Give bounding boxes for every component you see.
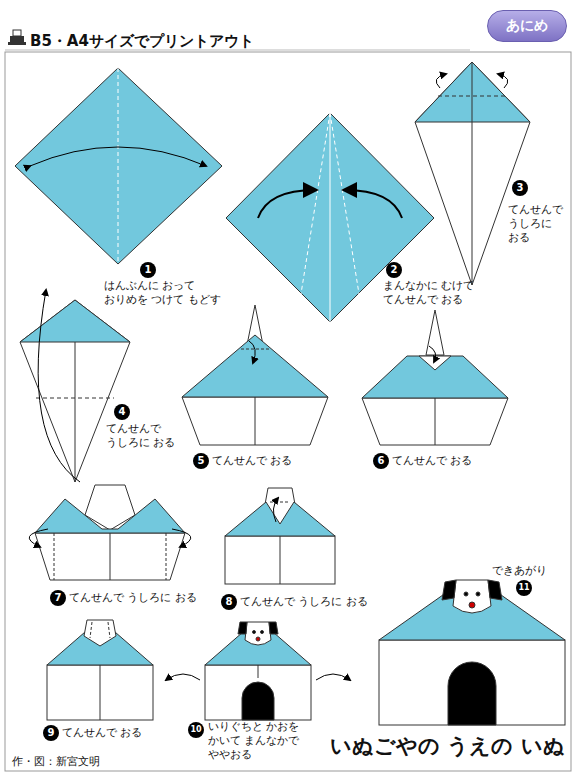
- step-1-figure: [15, 68, 222, 264]
- frame: [5, 50, 571, 771]
- step-11-figure: [379, 580, 565, 725]
- step-text: てんせんで おる: [392, 454, 473, 468]
- caption: いぬごやの うえの いぬ: [330, 733, 565, 759]
- step-3-figure: [415, 62, 530, 285]
- step-text: まんなかに むけて てんせんで おる: [383, 279, 511, 307]
- step-number: 6: [373, 453, 389, 469]
- step-text: てんせんで うしろに おる: [508, 203, 570, 244]
- step-10-figure: [166, 622, 350, 720]
- step-text: てんせんで うしろに おる: [69, 591, 197, 605]
- step-number: 9: [43, 725, 59, 741]
- button-label: あにめ: [506, 17, 548, 35]
- step-9-figure: [47, 620, 153, 720]
- step-text: てんせんで うしろに おる: [106, 422, 190, 450]
- step-text: いりぐちと かおを かいて まんなかで ややおる: [208, 720, 303, 761]
- step-number: 1: [140, 262, 156, 278]
- step-6-figure: [362, 310, 508, 445]
- step-number: 10: [188, 722, 204, 738]
- step-number: 8: [221, 594, 237, 610]
- step-text: てんせんで おる: [62, 726, 143, 740]
- anime-button: あにめ: [487, 10, 567, 42]
- step-number: 3: [512, 180, 528, 196]
- step-number: 4: [114, 404, 130, 420]
- step-text: てんせんで うしろに おる: [240, 595, 368, 609]
- step-5-figure: [182, 305, 328, 445]
- step-number: 11: [516, 580, 532, 596]
- step-number: 7: [50, 590, 66, 606]
- step-number: 5: [193, 453, 209, 469]
- step-7-figure: [29, 485, 191, 580]
- step-text: てんせんで おる: [212, 454, 293, 468]
- step-4-figure: [20, 290, 130, 482]
- step-8-figure: [225, 488, 335, 584]
- step-text: 作・図：新宮文明: [12, 755, 100, 769]
- step-text: はんぶんに おって おりめを つけて もどす: [104, 279, 239, 307]
- step-text: できあがり: [492, 564, 547, 578]
- step-number: 2: [386, 262, 402, 278]
- printer-icon: [8, 30, 26, 45]
- page-title: B5・A4サイズでプリントアウト: [30, 32, 254, 51]
